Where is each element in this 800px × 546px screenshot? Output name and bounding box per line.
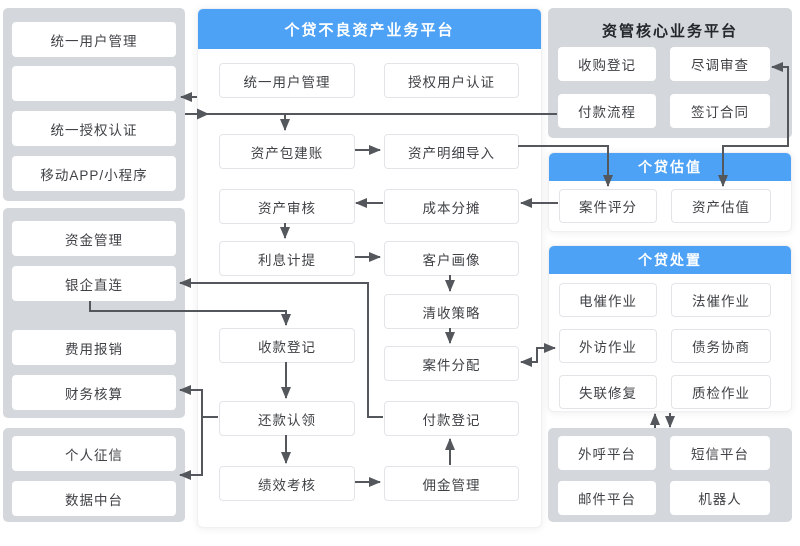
node-bank-enterprise-direct: 银企直连 [12,266,176,301]
node-lost-contact-repair: 失联修复 [559,375,657,409]
node-robot: 机器人 [670,481,770,515]
core-platform-title: 资管核心业务平台 [601,23,738,40]
node-email-platform: 邮件平台 [558,481,656,515]
node-sms-platform: 短信平台 [670,436,770,470]
panel-personal-loan-valuation: 个贷估值 案件评分 资产估值 [548,152,792,232]
node-financial-accounting: 财务核算 [12,375,176,410]
node-customer-profile: 客户画像 [384,241,519,276]
node-unified-authorization: 统一授权认证 [12,111,176,146]
panel-npl-business-platform: 个贷不良资产业务平台 统一用户管理 授权用户认证 资产包建账 资产明细导入 资产… [197,8,542,528]
panel-channel-platforms: 外呼平台 短信平台 邮件平台 机器人 [548,428,792,522]
node-asset-review: 资产审核 [219,189,355,224]
node-mid-unified-user-management: 统一用户管理 [219,63,355,98]
node-personal-credit: 个人征信 [12,436,176,471]
panel-finance-platform: 资金管理 银企直连 费用报销 财务核算 [3,208,185,418]
node-receipt-registration: 收款登记 [219,328,355,363]
node-case-assignment: 案件分配 [384,346,519,381]
panel-personal-loan-disposal: 个贷处置 电催作业 法催作业 外访作业 债务协商 失联修复 质检作业 [548,245,792,412]
node-interest-accrual: 利息计提 [219,241,355,276]
node-expense-reimbursement: 费用报销 [12,330,176,365]
node-debt-negotiation: 债务协商 [671,329,771,363]
node-unified-user-management: 统一用户管理 [12,22,176,57]
node-asset-package-booking: 资产包建账 [219,134,355,169]
npl-platform-title: 个贷不良资产业务平台 [198,9,541,49]
node-quality-inspection: 质检作业 [671,375,771,409]
node-asset-valuation: 资产估值 [671,189,771,223]
node-repayment-claim: 还款认领 [219,401,355,436]
node-contract-signing: 签订合同 [670,94,770,128]
node-mobile-app-miniprogram: 移动APP/小程序 [12,156,176,191]
panel-data-platform: 个人征信 数据中台 [3,428,185,522]
node-field-visit: 外访作业 [559,329,657,363]
node-data-middle-platform: 数据中台 [12,481,176,516]
panel-unified-platform: 统一用户管理 统一授权认证 移动APP/小程序 [3,8,185,201]
disposal-title: 个贷处置 [549,246,791,274]
node-due-diligence-review: 尽调审查 [670,47,770,81]
node-phone-collection: 电催作业 [559,283,657,317]
node-performance-appraisal: 绩效考核 [219,466,355,501]
node-commission-management: 佣金管理 [384,466,519,501]
node-fund-management: 资金管理 [12,221,176,256]
valuation-title: 个贷估值 [549,153,791,181]
node-payment-registration: 付款登记 [384,401,519,436]
node-unified-login-auth [12,66,176,101]
node-outbound-call-platform: 外呼平台 [558,436,656,470]
node-authorized-user-auth: 授权用户认证 [384,63,519,98]
node-asset-detail-import: 资产明细导入 [384,134,519,169]
node-collection-strategy: 清收策略 [384,294,519,329]
node-acquisition-registration: 收购登记 [558,47,656,81]
panel-asset-mgmt-core-platform: 资管核心业务平台 收购登记 尽调审查 付款流程 签订合同 [548,8,792,138]
node-case-scoring: 案件评分 [559,189,657,223]
node-payment-process: 付款流程 [558,94,656,128]
node-cost-allocation: 成本分摊 [384,189,519,224]
node-legal-collection: 法催作业 [671,283,771,317]
